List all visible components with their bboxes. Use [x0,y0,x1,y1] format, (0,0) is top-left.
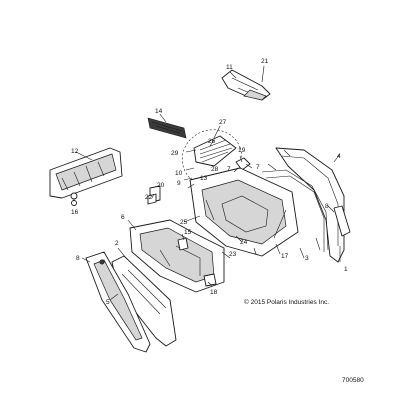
callout-7b: 7 [256,164,260,171]
callout-25: 25 [180,219,188,226]
callout-4: 4 [337,153,341,160]
callout-7a: 7 [227,166,231,173]
callout-11: 11 [226,64,233,71]
reference-number: 700580 [342,377,364,384]
callout-5: 5 [106,299,110,306]
part-bracket-14 [147,117,187,139]
part-18 [203,273,217,287]
callout-28: 28 [211,166,219,173]
callout-27: 27 [219,119,227,126]
callout-15: 15 [184,229,192,236]
callout-12: 12 [71,148,79,155]
part-cover-panel-11 [221,69,271,101]
part-rail-7 [261,169,329,252]
callout-18: 18 [210,289,218,296]
callout-14: 14 [155,108,163,115]
callout-10: 10 [175,170,183,177]
part-grille-27 [181,129,243,187]
callout-8b: 8 [325,203,329,210]
copyright-notice: © 2015 Polaris Industries Inc. [244,298,329,306]
callout-17: 17 [281,253,289,260]
callout-6: 6 [121,214,125,221]
part-bracket-8 [333,205,351,237]
part-frame-12 [49,147,123,206]
part-15 [177,237,189,251]
callout-29: 29 [171,150,179,157]
callout-13: 13 [200,175,208,182]
callout-22: 22 [145,194,153,201]
callout-23: 23 [229,251,237,258]
part-floor-pan-6 [129,219,225,293]
callout-20: 20 [157,182,165,189]
part-bolt-16 [71,200,77,206]
callout-26: 26 [208,138,216,145]
part-rocker-5 [85,251,151,353]
callout-1: 1 [344,266,348,273]
callout-16: 16 [71,209,79,216]
part-floor-tub-24 [189,167,299,257]
callout-8a: 8 [76,255,80,262]
callout-24: 24 [240,239,248,246]
callout-21: 21 [261,58,269,65]
callout-2: 2 [115,240,119,247]
callout-3: 3 [305,255,309,262]
leader-lines [75,65,341,301]
callout-19: 19 [238,147,246,154]
callout-9: 9 [177,180,181,187]
